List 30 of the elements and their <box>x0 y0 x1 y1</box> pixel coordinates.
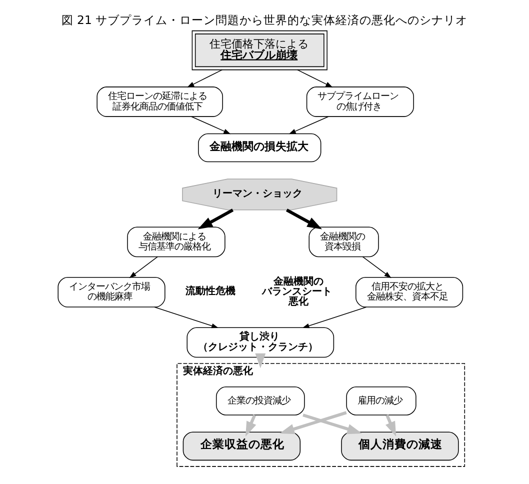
node-box: 雇用の減少 <box>346 386 416 416</box>
arrow <box>288 116 329 134</box>
node-box: 住宅価格下落による 住宅バブル崩壊 <box>192 30 328 70</box>
node-box: インターバンク市場の機能麻痺 <box>58 277 166 308</box>
arrow <box>362 256 392 278</box>
node-box: 企業収益の悪化 <box>182 432 301 461</box>
node-box: サブプライムローンの焦げ付き <box>306 86 414 117</box>
arrow <box>255 353 266 368</box>
arrow <box>154 306 219 328</box>
arrow <box>302 414 362 434</box>
node-box: 金融機関による与信基準の厳格化 <box>127 226 226 258</box>
arrow <box>191 116 231 134</box>
diagram-title: 図 21 サブプライム・ローン問題から世界的な実体経済の悪化へのシナリオ <box>61 12 468 27</box>
arrow <box>187 69 223 88</box>
node-box: 企業の投資減少 <box>216 386 305 416</box>
arrow <box>385 414 396 436</box>
arrow <box>198 208 234 230</box>
arrow <box>296 69 333 88</box>
node-box: 金融機関の損失拡大 <box>198 133 322 162</box>
arrow <box>286 208 322 230</box>
arrow <box>280 411 347 434</box>
arrow <box>246 414 256 436</box>
node-box: 金融機関の資本毀損 <box>308 226 379 258</box>
node-box: 信用不安の拡大と金融株安、資本不足 <box>356 277 464 308</box>
label: 流動性危機 <box>186 286 236 298</box>
arrow <box>129 256 158 278</box>
label: 金融機関のバランスシート悪化 <box>262 276 332 308</box>
arrow <box>302 306 367 328</box>
node-box: 住宅ローンの延滞による証券化商品の価値低下 <box>96 86 223 117</box>
node-box: 個人消費の減速 <box>341 432 459 461</box>
